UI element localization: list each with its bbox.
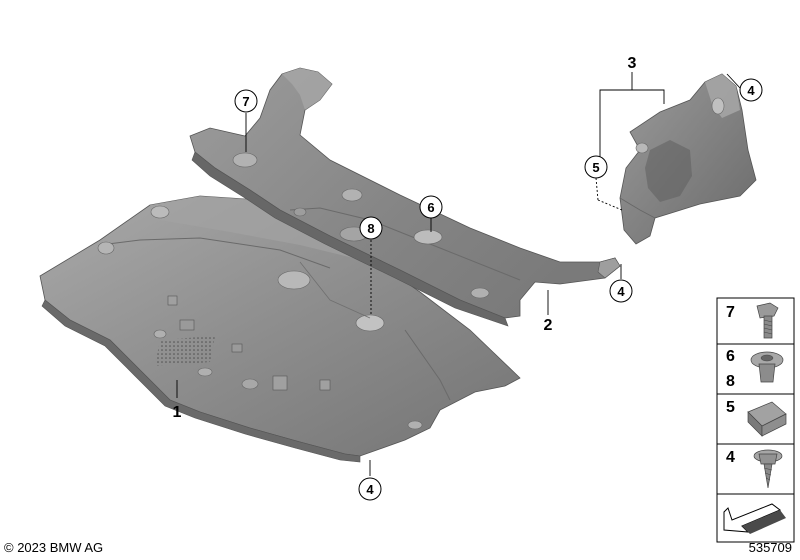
svg-text:8: 8 xyxy=(367,221,374,236)
legend-label-8: 8 xyxy=(726,373,735,390)
copyright-notice: © 2023 BMW AG xyxy=(4,540,104,555)
diagram-number: 535709 xyxy=(748,540,792,555)
callout-ref-4-mid: 4 xyxy=(609,279,633,303)
leader-ref-5-b xyxy=(597,199,623,211)
callout-ref-6: 6 xyxy=(419,195,443,219)
cross-shield-part-2 xyxy=(189,67,621,327)
svg-text:4: 4 xyxy=(747,83,755,98)
svg-text:5: 5 xyxy=(592,160,599,175)
leader-ref-4-top xyxy=(726,73,741,89)
callout-ref-7: 7 xyxy=(234,89,258,113)
callout-ref-5: 5 xyxy=(584,155,608,179)
part-number-1: 1 xyxy=(173,404,182,421)
legend-label-5: 5 xyxy=(726,399,735,416)
svg-text:7: 7 xyxy=(242,94,249,109)
svg-text:4: 4 xyxy=(617,284,625,299)
svg-text:6: 6 xyxy=(427,200,434,215)
leader-lines xyxy=(176,72,741,476)
hex-bolt-icon xyxy=(756,302,779,339)
legend-label-4: 4 xyxy=(726,449,735,466)
svg-text:4: 4 xyxy=(366,482,374,497)
leader-ref-5 xyxy=(595,177,599,201)
underbody-panel-part-1 xyxy=(39,195,521,463)
clip-nut-icon xyxy=(750,351,784,383)
legend-label-7: 7 xyxy=(726,304,735,321)
direction-arrow-icon xyxy=(723,503,786,534)
part-number-2: 2 xyxy=(544,317,553,334)
self-tapping-screw-icon xyxy=(753,449,783,489)
callout-ref-4-top: 4 xyxy=(739,78,763,102)
callout-ref-8: 8 xyxy=(359,216,383,240)
callout-ref-4-bottom: 4 xyxy=(358,477,382,501)
bracket-part-3 xyxy=(619,73,757,245)
legend-label-6: 6 xyxy=(726,348,735,365)
fastener-legend: 7 6 8 5 4 xyxy=(716,297,795,543)
part-number-3: 3 xyxy=(628,55,637,72)
spring-nut-icon xyxy=(747,401,787,437)
